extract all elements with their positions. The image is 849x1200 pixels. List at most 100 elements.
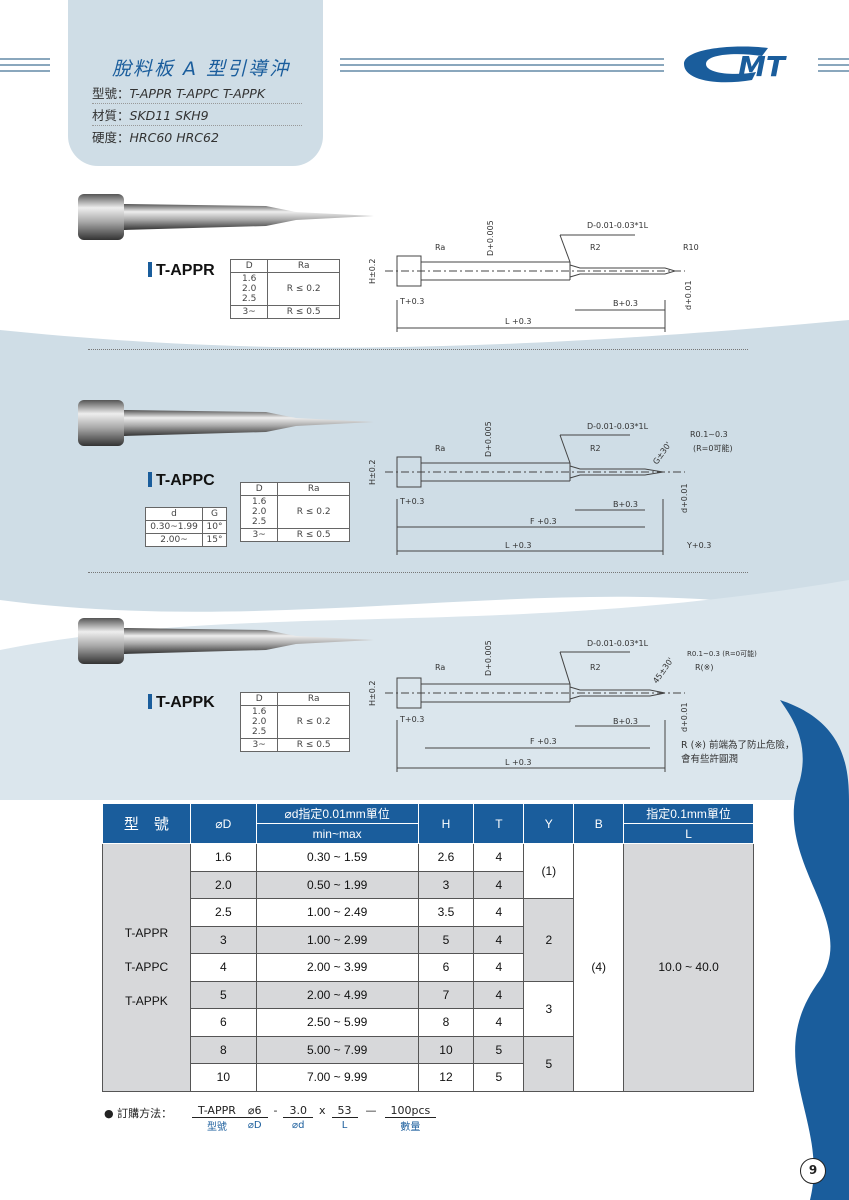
svg-text:D+0.005: D+0.005 xyxy=(484,421,493,457)
product-label-appk: T-APPK xyxy=(148,694,215,712)
spec-hardness: 硬度：HRC60 HRC62 xyxy=(92,130,219,145)
drawing-appc: D-0.01-0.03*1L Ra R2 R0.1~0.3 (R=0可能) T+… xyxy=(368,421,733,555)
cell-H: 2.6 xyxy=(417,843,475,872)
cell-B: (4) xyxy=(573,843,625,1092)
cell-D: 1.6 xyxy=(189,843,257,872)
pin-photo-appc xyxy=(78,400,374,446)
order-example: T-APPR ⌀6 - 3.0 x 53 — 100pcs 型號 ⌀D ⌀d L… xyxy=(192,1104,437,1133)
cell-D: 4 xyxy=(189,953,257,982)
svg-text:D-0.01-0.03*1L: D-0.01-0.03*1L xyxy=(587,221,649,230)
svg-text:H±0.2: H±0.2 xyxy=(368,460,377,485)
cell-d: 2.00 ~ 4.99 xyxy=(255,980,419,1009)
svg-text:H±0.2: H±0.2 xyxy=(368,259,377,284)
svg-text:D+0.005: D+0.005 xyxy=(486,220,495,256)
cell-H: 6 xyxy=(417,953,475,982)
svg-text:R0.1~0.3: R0.1~0.3 xyxy=(690,430,728,439)
cell-T: 4 xyxy=(473,843,525,872)
cell-d: 2.00 ~ 3.99 xyxy=(255,953,419,982)
pin-photo-appr xyxy=(78,194,374,240)
header-B: B xyxy=(573,803,625,844)
cell-T: 4 xyxy=(473,870,525,899)
svg-text:d+0.01: d+0.01 xyxy=(684,280,693,310)
order-label: ● 訂購方法： xyxy=(104,1107,173,1120)
product-label-appr: T-APPR xyxy=(148,262,215,280)
header-T: T xyxy=(473,803,525,844)
page-number: 9 xyxy=(800,1158,826,1184)
svg-text:(R=0可能): (R=0可能) xyxy=(693,443,733,453)
cell-H: 5 xyxy=(417,925,475,954)
cell-T: 4 xyxy=(473,980,525,1009)
cell-Y: 5 xyxy=(523,1035,575,1092)
drawing-appk: D-0.01-0.03*1L Ra R2 R0.1~0.3 (R=0可能) R(… xyxy=(368,639,757,772)
svg-text:R10: R10 xyxy=(683,243,699,252)
svg-text:B+0.3: B+0.3 xyxy=(613,299,638,308)
svg-text:F +0.3: F +0.3 xyxy=(530,737,557,746)
cell-H: 3.5 xyxy=(417,898,475,927)
cell-Y: 3 xyxy=(523,980,575,1037)
cell-T: 4 xyxy=(473,1008,525,1037)
cell-H: 7 xyxy=(417,980,475,1009)
cell-H: 8 xyxy=(417,1008,475,1037)
svg-text:D+0.005: D+0.005 xyxy=(484,640,493,676)
svg-text:T+0.3: T+0.3 xyxy=(399,497,424,506)
svg-text:G±30': G±30' xyxy=(651,440,673,466)
cell-L: 10.0 ~ 40.0 xyxy=(623,843,754,1092)
svg-text:F +0.3: F +0.3 xyxy=(530,517,557,526)
drawing-appr: D-0.01-0.03*1L Ra R2 R10 T+0.3 B+0.3 L +… xyxy=(368,220,699,332)
svg-text:R2: R2 xyxy=(590,663,601,672)
brand-logo: MT xyxy=(684,46,787,83)
divider-1 xyxy=(88,349,748,350)
cell-H: 12 xyxy=(417,1063,475,1092)
spec-model: 型號：T-APPR T-APPC T-APPK xyxy=(92,85,302,104)
cell-d: 1.00 ~ 2.99 xyxy=(255,925,419,954)
cell-d: 2.50 ~ 5.99 xyxy=(255,1008,419,1037)
cell-Y: (1) xyxy=(523,843,575,899)
svg-text:R0.1~0.3 (R=0可能): R0.1~0.3 (R=0可能) xyxy=(687,649,757,658)
header-H: H xyxy=(417,803,475,844)
cell-d: 1.00 ~ 2.49 xyxy=(255,898,419,927)
svg-text:L +0.3: L +0.3 xyxy=(505,758,531,767)
header-lines xyxy=(0,58,849,72)
svg-text:Y+0.3: Y+0.3 xyxy=(686,541,711,550)
svg-text:MT: MT xyxy=(738,50,787,83)
svg-text:Ra: Ra xyxy=(435,243,445,252)
divider-2 xyxy=(88,572,748,573)
svg-text:T+0.3: T+0.3 xyxy=(399,297,424,306)
svg-text:H±0.2: H±0.2 xyxy=(368,681,377,706)
svg-text:D-0.01-0.03*1L: D-0.01-0.03*1L xyxy=(587,422,649,431)
spec-table: 型 號 ⌀D ⌀d指定0.01mm單位 H T Y B 指定0.1mm單位 mi… xyxy=(102,803,754,1092)
cell-T: 5 xyxy=(473,1063,525,1092)
cell-T: 4 xyxy=(473,925,525,954)
svg-text:B+0.3: B+0.3 xyxy=(613,500,638,509)
pin-photo-appk xyxy=(78,618,374,664)
cell-H: 3 xyxy=(417,870,475,899)
order-method: ● 訂購方法： xyxy=(104,1105,172,1121)
svg-text:Ra: Ra xyxy=(435,444,445,453)
cell-Y: 2 xyxy=(523,898,575,982)
svg-text:Ra: Ra xyxy=(435,663,445,672)
svg-text:45±30': 45±30' xyxy=(651,656,675,685)
header-panel xyxy=(68,0,323,166)
cell-d: 0.50 ~ 1.99 xyxy=(255,870,419,899)
cell-d: 0.30 ~ 1.59 xyxy=(255,843,419,872)
cell-d: 7.00 ~ 9.99 xyxy=(255,1063,419,1092)
svg-text:R2: R2 xyxy=(590,243,601,252)
svg-text:d+0.01: d+0.01 xyxy=(680,483,689,513)
cell-D: 8 xyxy=(189,1035,257,1064)
svg-text:D-0.01-0.03*1L: D-0.01-0.03*1L xyxy=(587,639,649,648)
cell-D: 3 xyxy=(189,925,257,954)
svg-text:d+0.01: d+0.01 xyxy=(680,702,689,732)
header-L-top: 指定0.1mm單位 xyxy=(623,803,754,824)
svg-text:T+0.3: T+0.3 xyxy=(399,715,424,724)
safety-note: R (※) 前端為了防止危險，會有些許圓潤 xyxy=(681,740,795,765)
cell-T: 4 xyxy=(473,898,525,927)
cell-D: 6 xyxy=(189,1008,257,1037)
header-model: 型 號 xyxy=(102,803,191,844)
svg-text:B+0.3: B+0.3 xyxy=(613,717,638,726)
header-Y: Y xyxy=(523,803,575,844)
header-L-bottom: L xyxy=(623,823,754,844)
spec-material: 材質：SKD11 SKH9 xyxy=(92,107,302,126)
